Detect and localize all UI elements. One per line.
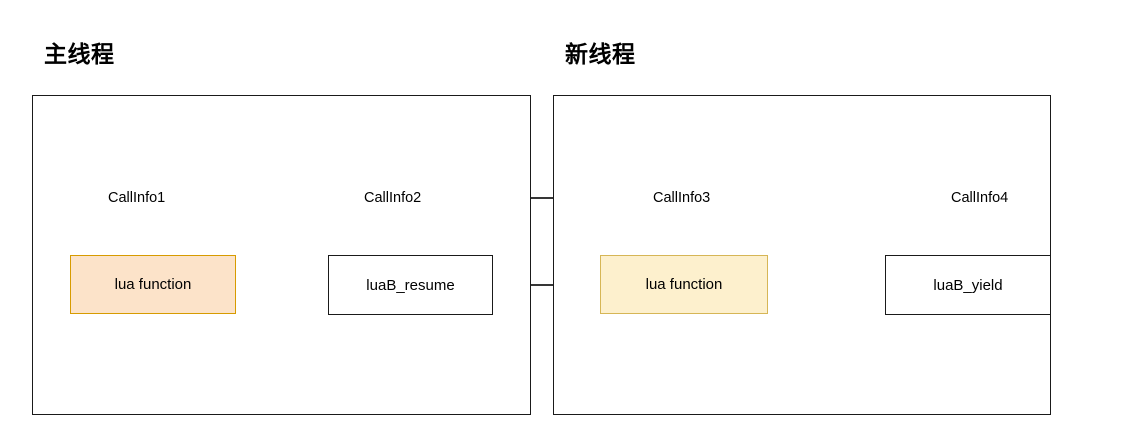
node-label: luaB_resume bbox=[366, 276, 455, 294]
callinfo-node-2: CallInfo2 bbox=[364, 190, 422, 206]
node-label: lua function bbox=[645, 276, 723, 293]
node-luab-yield: luaB_yield bbox=[885, 255, 1051, 315]
node-luab-resume: luaB_resume bbox=[328, 255, 493, 315]
node-lua-function-main-thread: lua function bbox=[70, 255, 236, 314]
lane-title-main-thread: 主线程 bbox=[44, 41, 115, 67]
node-label: luaB_yield bbox=[933, 276, 1003, 294]
node-lua-function-new-thread: lua function bbox=[600, 255, 768, 314]
callinfo-node-3: CallInfo3 bbox=[653, 190, 711, 206]
callinfo-node-1: CallInfo1 bbox=[108, 190, 166, 206]
node-label: lua function bbox=[114, 276, 192, 293]
lane-title-new-thread: 新线程 bbox=[565, 41, 636, 67]
callinfo-node-4: CallInfo4 bbox=[951, 190, 1009, 206]
